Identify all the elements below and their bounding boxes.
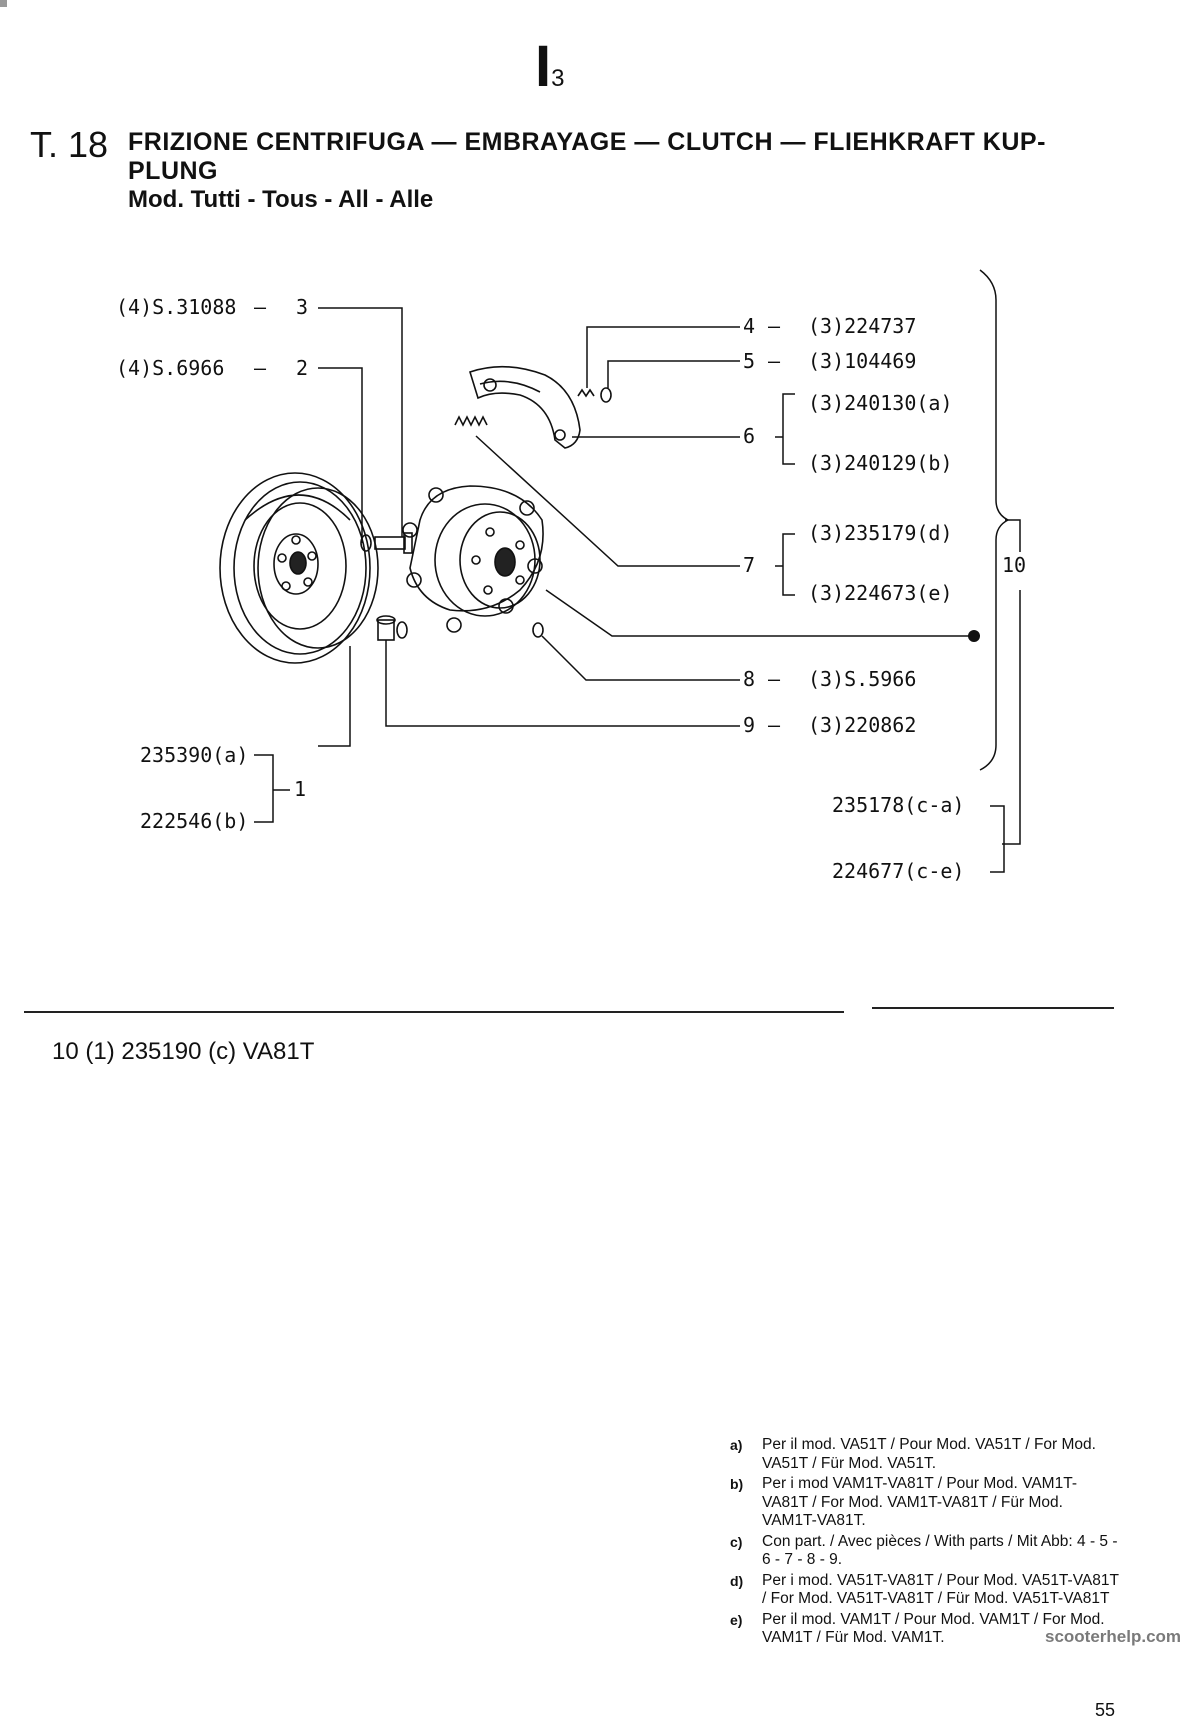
part-1-code-a: 235390(a) bbox=[140, 743, 249, 767]
footnote: c)Con part. / Avec pièces / With parts /… bbox=[730, 1532, 1118, 1569]
part-8-code: (3)S.5966 bbox=[808, 667, 917, 691]
footnote: d)Per i mod. VA51T-VA81T / Pour Mod. VA5… bbox=[730, 1571, 1119, 1608]
clutch-shoe-illustration bbox=[469, 365, 581, 449]
part-3-ref: 3 bbox=[296, 295, 309, 319]
watermark: scooterhelp.com bbox=[1045, 1627, 1182, 1646]
part-4-ref: 4 bbox=[743, 314, 756, 338]
spring-illustration bbox=[454, 415, 488, 427]
footnote: a)Per il mod. VA51T / Pour Mod. VA51T / … bbox=[730, 1436, 1096, 1472]
table-number: T. 18 bbox=[30, 124, 109, 165]
part-4-code: (3)224737 bbox=[808, 314, 917, 338]
part-6-ref: 6 bbox=[743, 424, 756, 448]
divider bbox=[872, 1007, 1114, 1009]
bolt-illustration bbox=[360, 532, 413, 554]
part-1-ref: 1 bbox=[294, 777, 307, 801]
footnotes: a)Per il mod. VA51T / Pour Mod. VA51T / … bbox=[730, 1436, 1120, 1650]
circlip-illustration bbox=[532, 622, 544, 638]
part-2-code: (4)S.6966 bbox=[116, 356, 225, 380]
page-subtitle: Mod. Tutti - Tous - All - Alle bbox=[128, 186, 434, 213]
page-title: FRIZIONE CENTRIFUGA — EMBRAYAGE — CLUTCH… bbox=[128, 128, 1046, 185]
clutch-drum-illustration bbox=[219, 472, 379, 664]
part-6-code-a: (3)240130(a) bbox=[808, 391, 953, 415]
divider bbox=[24, 1011, 844, 1013]
clutch-exploded-diagram bbox=[219, 269, 1021, 873]
part-10-code-ce: 224677(c-e) bbox=[832, 859, 965, 883]
part-9-code: (3)220862 bbox=[808, 713, 917, 737]
part-5-code: (3)104469 bbox=[808, 349, 917, 373]
part-7-ref: 7 bbox=[743, 553, 756, 577]
footnote: b)Per i mod VAM1T-VA81T / Pour Mod. VAM1… bbox=[730, 1475, 1077, 1529]
part-10-code-ca: 235178(c-a) bbox=[832, 793, 965, 817]
part-3-code: (4)S.31088 bbox=[116, 295, 237, 319]
part-5-ref: 5 bbox=[743, 349, 756, 373]
part-8-ref: 8 bbox=[743, 667, 756, 691]
part-9-ref: 9 bbox=[743, 713, 756, 737]
part-6-code-b: (3)240129(b) bbox=[808, 451, 953, 475]
part-10-ref: 10 bbox=[1002, 553, 1027, 577]
page-number: 55 bbox=[1095, 1700, 1116, 1720]
section-code: I3 bbox=[535, 34, 565, 99]
variant-note: 10 (1) 235190 (c) VA81T bbox=[52, 1038, 315, 1065]
corner-mark bbox=[0, 0, 7, 7]
part-1-code-b: 222546(b) bbox=[140, 809, 249, 833]
part-7-code-d: (3)235179(d) bbox=[808, 521, 953, 545]
clutch-hub-illustration bbox=[402, 485, 544, 633]
part-7-code-e: (3)224673(e) bbox=[808, 581, 953, 605]
pin-illustration bbox=[376, 615, 408, 641]
footnote: e)Per il mod. VAM1T / Pour Mod. VAM1T / … bbox=[730, 1610, 1105, 1647]
part-2-ref: 2 bbox=[296, 356, 309, 380]
